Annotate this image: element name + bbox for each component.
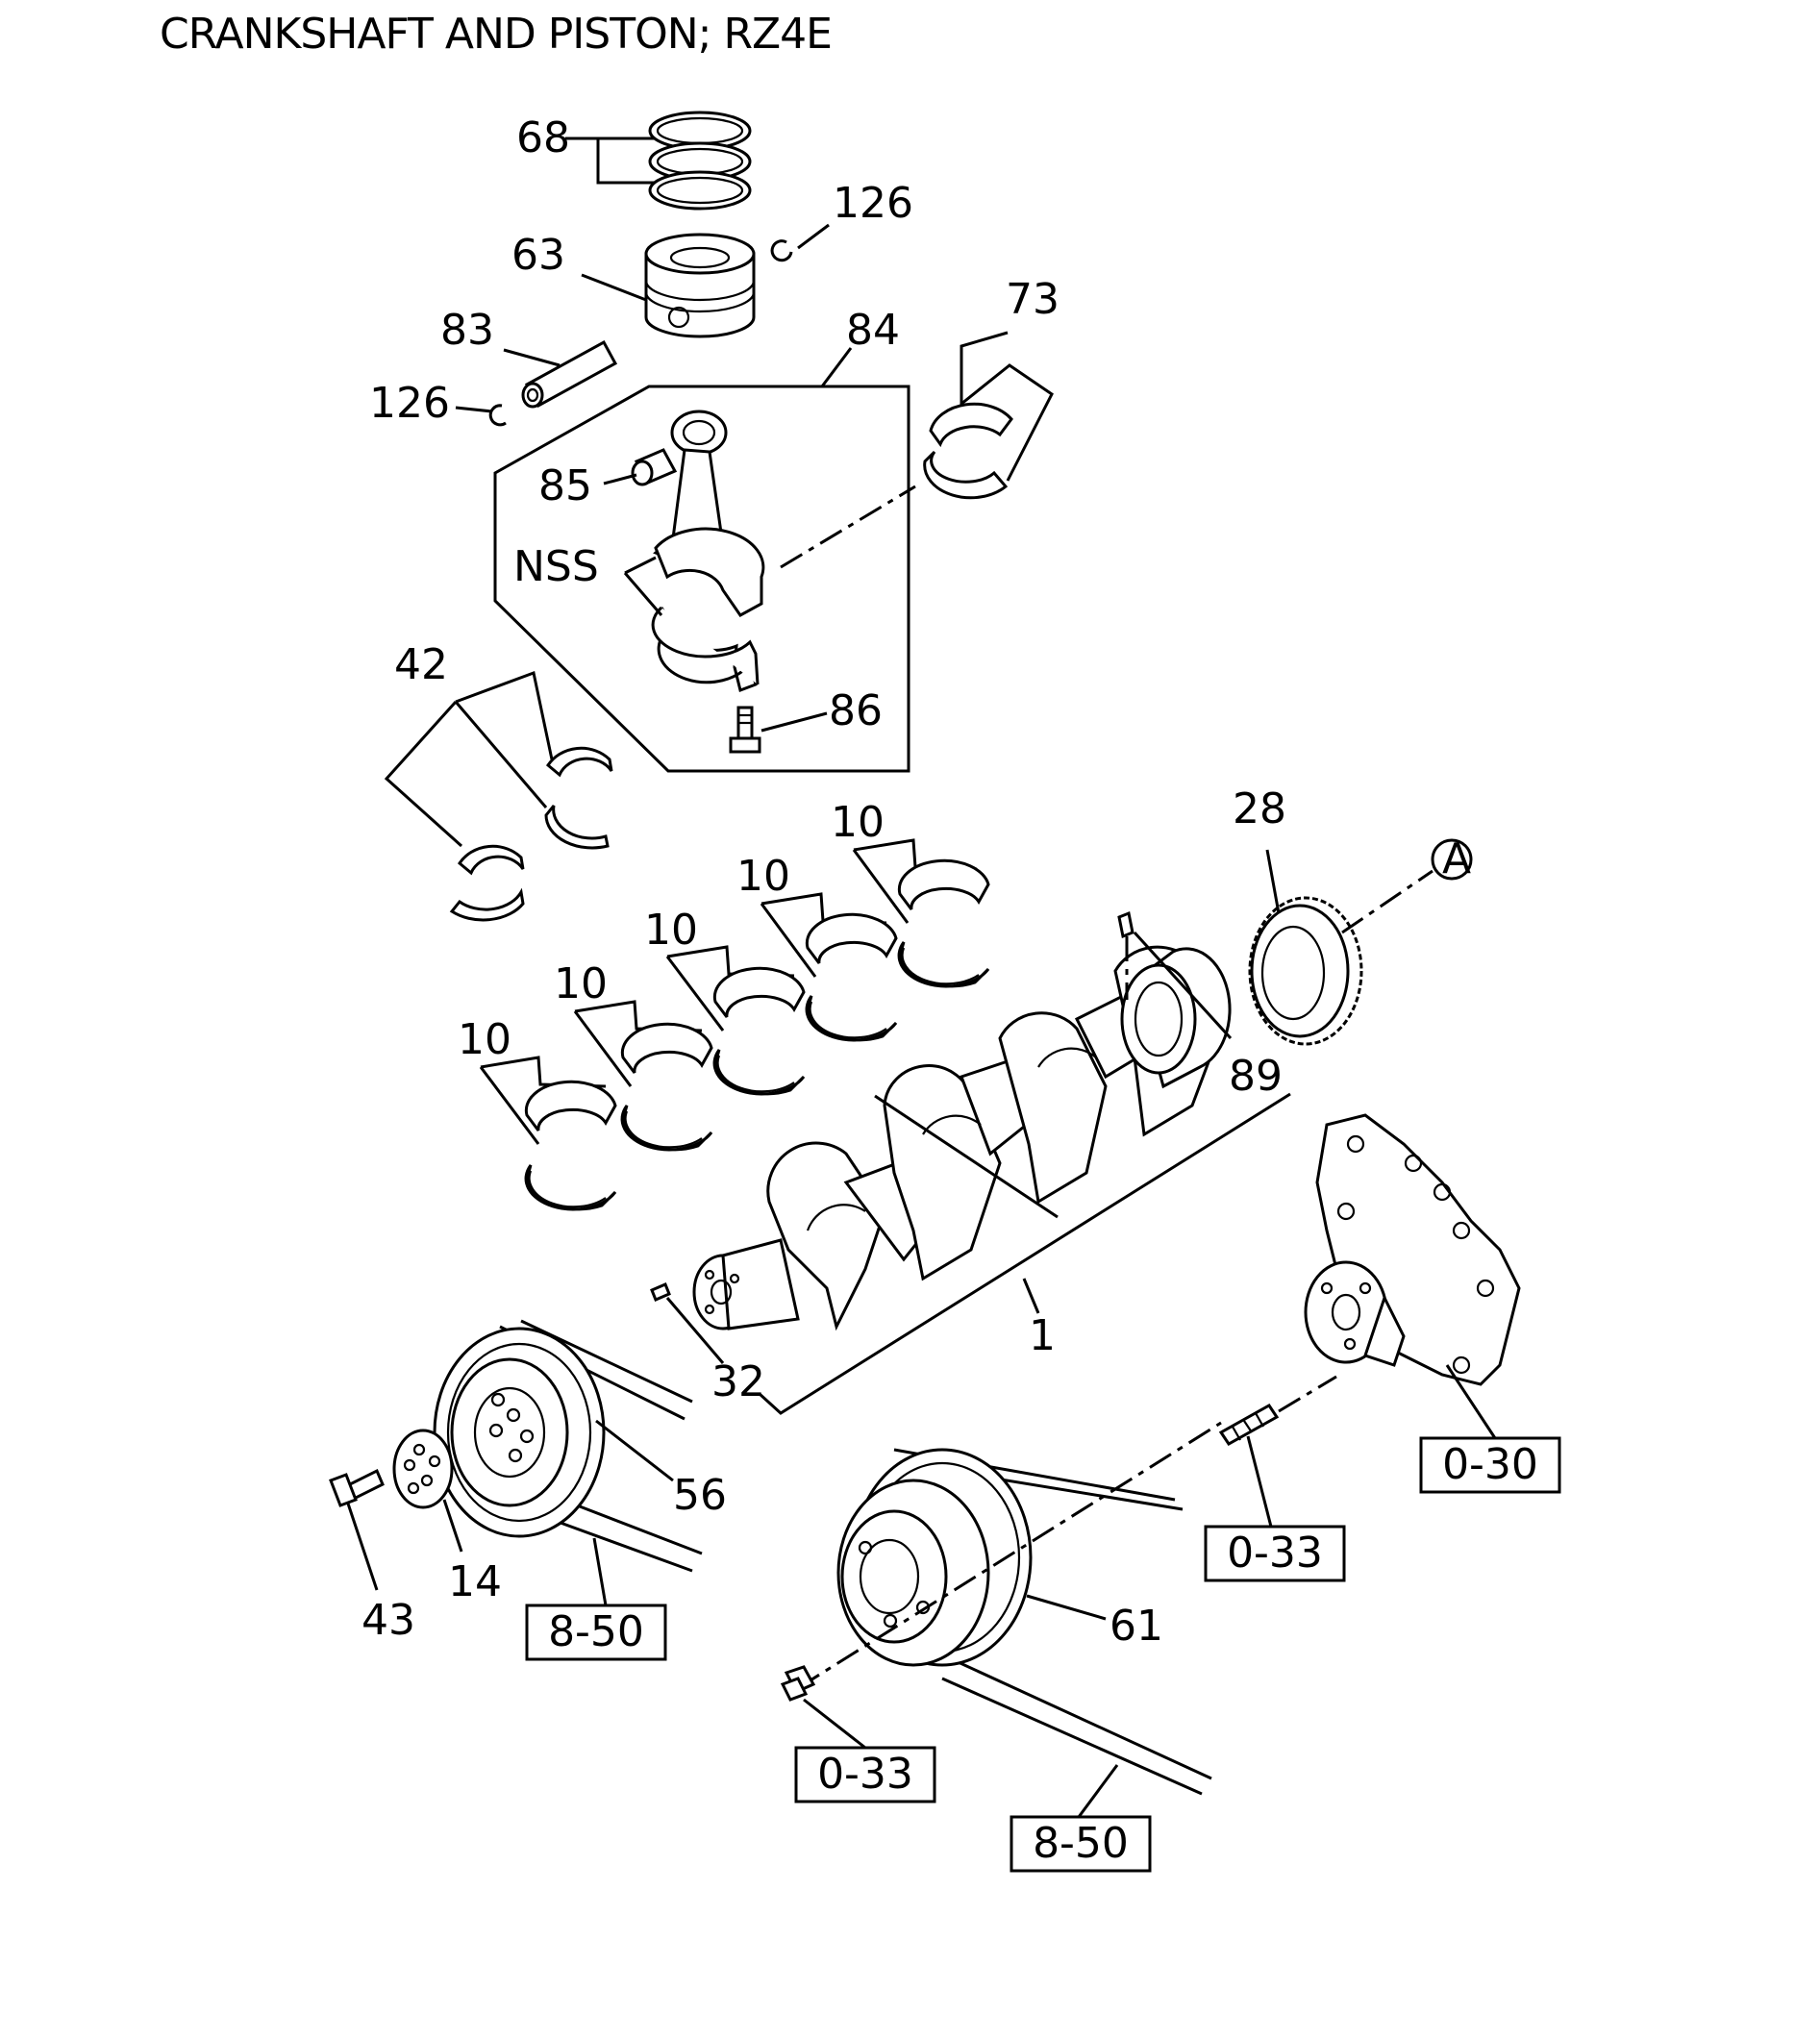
- callout-84: 84: [846, 306, 900, 355]
- water-pump: [1304, 1113, 1521, 1386]
- ref-0-33-upper: 0-33: [1227, 1529, 1323, 1578]
- callout-56: 56: [673, 1471, 727, 1520]
- leader-126a: [797, 223, 830, 250]
- main-bearing-3: [665, 945, 806, 1096]
- ref-box-0-33-lower: [794, 1746, 936, 1803]
- callout-85: 85: [538, 461, 592, 510]
- callout-73: 73: [1006, 275, 1060, 324]
- fan-pulley: [836, 1448, 1212, 1796]
- nut: [780, 1665, 816, 1702]
- main-bearing-5: [852, 838, 990, 988]
- leader-84: [820, 347, 853, 387]
- leader-14: [442, 1499, 463, 1553]
- centerline-fan: [797, 1421, 1222, 1690]
- bracket-crankshaft: [758, 1092, 1291, 1415]
- view-marker-a: [1431, 838, 1473, 881]
- leader-68: [565, 137, 654, 185]
- callout-10-c: 10: [644, 906, 698, 955]
- callout-43: 43: [362, 1596, 415, 1645]
- piston: [644, 233, 756, 338]
- leader-850b: [1077, 1764, 1119, 1818]
- callout-42: 42: [394, 640, 448, 689]
- centerline-conrod: [780, 485, 916, 569]
- crankshaft-pulley: [433, 1319, 703, 1573]
- circlip-left: [488, 404, 507, 427]
- leader-nss: [623, 556, 663, 616]
- dowel-pin: [1117, 910, 1134, 939]
- conrod-bearing: [923, 402, 1013, 500]
- leader-86: [760, 711, 828, 733]
- callout-28: 28: [1233, 784, 1286, 833]
- leader-1b: [874, 1094, 1059, 1219]
- leader-61: [1026, 1594, 1107, 1621]
- thrust-washers: [449, 746, 613, 922]
- leader-56: [595, 1419, 674, 1482]
- leader-73: [960, 331, 1054, 482]
- ref-box-0-33-upper: [1204, 1525, 1346, 1582]
- pulley-plate: [392, 1429, 454, 1509]
- callout-126-top: 126: [833, 179, 913, 228]
- leader-28: [1265, 849, 1281, 914]
- leader-1: [1022, 1278, 1040, 1314]
- bushing: [631, 448, 678, 486]
- ref-8-50-right: 8-50: [1033, 1819, 1129, 1868]
- main-bearing-4: [760, 892, 898, 1042]
- callout-14: 14: [448, 1557, 502, 1606]
- leader-83: [503, 348, 561, 367]
- callout-view-a: A: [1442, 834, 1471, 883]
- connecting-rod: [653, 410, 765, 617]
- callout-89: 89: [1229, 1052, 1283, 1101]
- callout-10-e: 10: [831, 798, 885, 847]
- diagram-title: CRANKSHAFT AND PISTON; RZ4E: [160, 10, 833, 59]
- ref-0-30: 0-30: [1442, 1440, 1538, 1489]
- leader-033b: [803, 1698, 866, 1750]
- crankshaft-gear: [1248, 896, 1363, 1046]
- callout-61: 61: [1109, 1602, 1163, 1651]
- conrod-bolt: [729, 706, 761, 754]
- callout-68: 68: [516, 113, 570, 162]
- leader-89: [1133, 931, 1233, 1040]
- centerline-stud: [1278, 1375, 1337, 1413]
- ref-0-33-lower: 0-33: [817, 1750, 913, 1799]
- ref-box-8-50-left: [525, 1604, 667, 1661]
- callout-10-b: 10: [554, 959, 608, 1008]
- leader-85: [603, 473, 637, 485]
- leader-850a: [592, 1537, 608, 1606]
- woodruff-key: [650, 1282, 671, 1302]
- leader-033a: [1246, 1435, 1273, 1528]
- ref-box-8-50-right: [1010, 1815, 1152, 1873]
- leader-32: [665, 1297, 725, 1364]
- callout-126-left: 126: [369, 379, 450, 428]
- pulley-bolt: [329, 1468, 385, 1507]
- callout-32: 32: [711, 1357, 765, 1406]
- callout-86: 86: [829, 686, 883, 735]
- piston-pin: [521, 339, 618, 409]
- ref-box-0-30: [1419, 1436, 1561, 1494]
- callout-nss: NSS: [513, 542, 599, 591]
- leader-126b: [455, 406, 493, 413]
- circlip-top: [770, 239, 793, 262]
- leader-42: [384, 670, 554, 848]
- main-bearing-2: [573, 1000, 713, 1152]
- conrod-assembly-box: [493, 385, 910, 773]
- leader-63: [581, 273, 647, 302]
- callout-10-a: 10: [458, 1015, 511, 1064]
- centerline-gear: [1341, 869, 1434, 934]
- callout-83: 83: [440, 306, 494, 355]
- leader-43: [346, 1503, 379, 1591]
- ref-8-50-left: 8-50: [548, 1607, 644, 1656]
- callout-1: 1: [1029, 1311, 1056, 1360]
- crankshaft: [692, 945, 1232, 1331]
- main-bearing-1: [479, 1056, 617, 1211]
- callout-10-d: 10: [736, 852, 790, 901]
- conrod-cap: [651, 606, 760, 692]
- callout-63: 63: [511, 231, 565, 280]
- stud: [1218, 1404, 1280, 1446]
- piston-rings: [648, 111, 752, 211]
- leader-030: [1445, 1364, 1497, 1439]
